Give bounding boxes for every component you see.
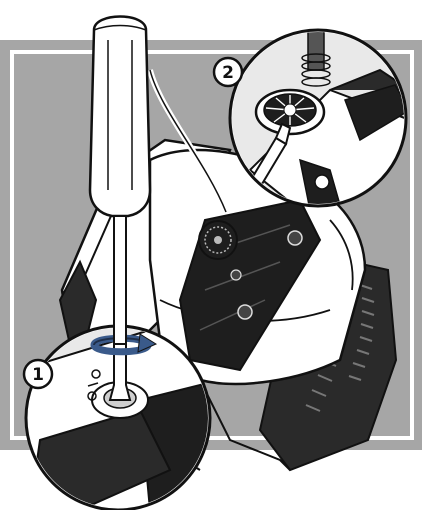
screwdriver-shaft <box>114 216 126 344</box>
step-number-1: 1 <box>32 365 44 385</box>
screw-c <box>231 270 241 280</box>
screw-b <box>238 305 252 319</box>
impeller-small <box>199 221 237 259</box>
screw-a <box>288 231 302 245</box>
step-number-2: 2 <box>222 63 234 83</box>
screwdriver-handle <box>90 17 150 217</box>
